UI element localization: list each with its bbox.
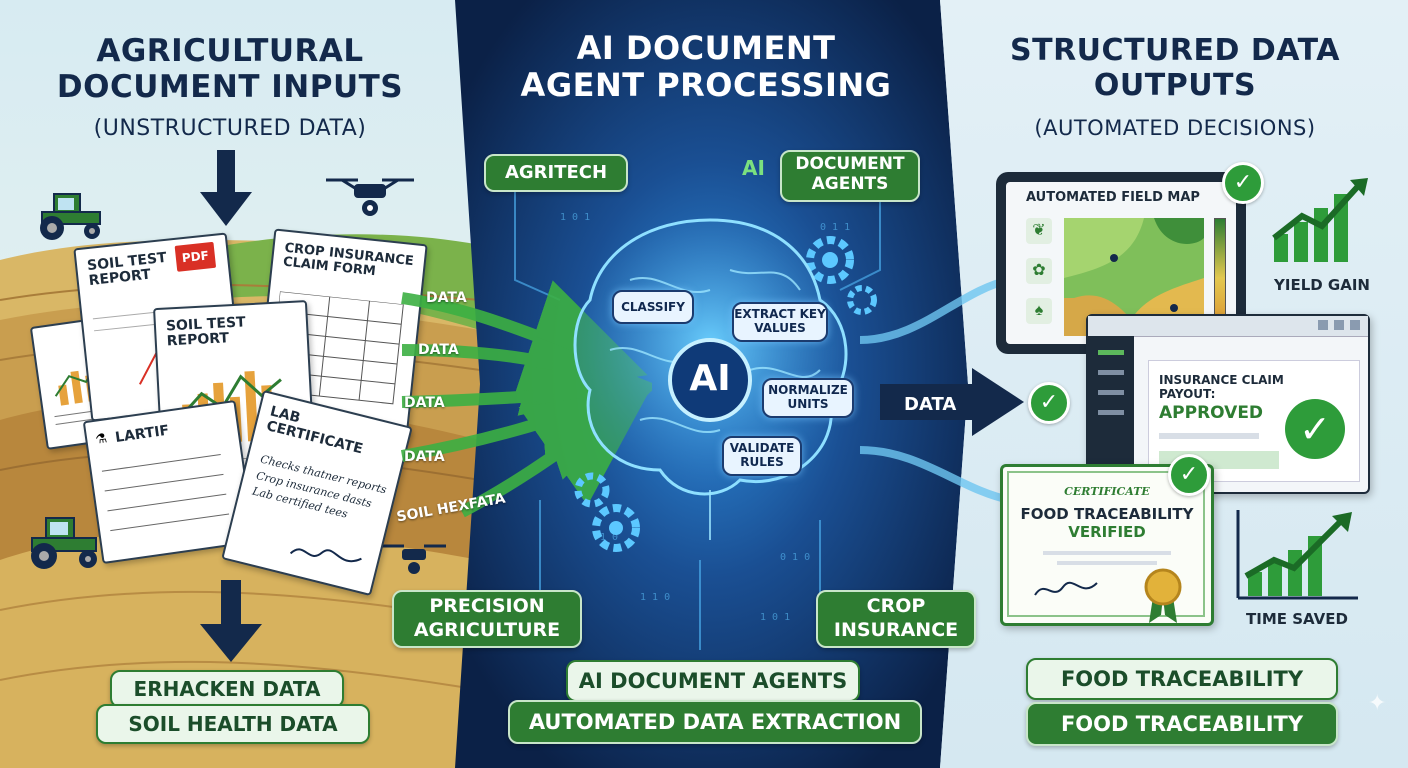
claim-card: INSURANCE CLAIM PAYOUT: APPROVED ✓ [1148, 360, 1360, 482]
check-icon: ✓ [1222, 162, 1264, 204]
left-title-line2: DOCUMENT INPUTS [56, 68, 404, 105]
sidebar-line [1098, 390, 1124, 395]
claim-line1: INSURANCE CLAIM [1159, 373, 1284, 387]
check-icon: ✓ [1168, 454, 1210, 496]
window-titlebar [1088, 316, 1368, 337]
flask-icon: ⚗ [94, 430, 108, 447]
certificate-status: VERIFIED [1068, 523, 1146, 541]
placeholder-line [1159, 433, 1259, 439]
middle-bottom-pill: AUTOMATED DATA EXTRACTION [508, 700, 922, 744]
middle-title: AI DOCUMENT AGENT PROCESSING [486, 30, 926, 104]
approved-check-icon: ✓ [1285, 399, 1345, 459]
data-label: DATA [426, 290, 467, 306]
middle-title-line2: AGENT PROCESSING [520, 65, 892, 104]
svg-text:1 0 1: 1 0 1 [760, 612, 790, 623]
maximize-icon [1334, 320, 1344, 330]
leaf-icon: ❦ [1026, 218, 1052, 244]
left-title-line1: AGRICULTURAL [96, 33, 364, 69]
step-normalize: NORMALIZE UNITS [762, 378, 854, 418]
lab-certificate-document: LAB CERTIFICATE Checks thatner reports C… [221, 389, 413, 597]
right-bottom-pill: FOOD TRACEABILITY [1026, 702, 1338, 746]
drop-icon: ♠ [1026, 298, 1052, 324]
right-title-line1: STRUCTURED DATA [1010, 33, 1340, 68]
claim-line2: PAYOUT: [1159, 387, 1216, 402]
certificate-notes: Checks thatner reports Crop insurance da… [250, 452, 388, 531]
seal-icon [1144, 568, 1182, 623]
left-bottom-pill: SOIL HEALTH DATA [96, 704, 370, 744]
svg-text:1 0: 1 0 [600, 532, 618, 543]
data-label: DATA [404, 395, 445, 411]
lab-doc-title: LARTIF [114, 422, 171, 446]
signature-icon [1034, 581, 1098, 596]
tractor-icon [40, 193, 101, 240]
step-extract: EXTRACT KEY VALUES [732, 302, 828, 342]
field-map-title: AUTOMATED FIELD MAP [1026, 190, 1200, 205]
ai-core-label: AI [689, 358, 731, 399]
right-title: STRUCTURED DATA OUTPUTS [970, 33, 1380, 103]
middle-title-line1: AI DOCUMENT [576, 29, 836, 67]
certificate-header: CERTIFICATE [1064, 485, 1150, 498]
chart-up-icon [1272, 178, 1368, 262]
certificate-border [1007, 471, 1205, 617]
right-bottom-pill: FOOD TRACEABILITY [1026, 658, 1338, 700]
precision-agriculture-tag: PRECISION AGRICULTURE [392, 590, 582, 648]
plant-icon: ✿ [1026, 258, 1052, 284]
drone-icon [382, 544, 446, 574]
document-agents-tag: DOCUMENT AGENTS [780, 150, 920, 202]
step-classify: CLASSIFY [612, 290, 694, 324]
soil-report-title: SOIL TEST REPORT [165, 314, 247, 350]
middle-bottom-pill: AI DOCUMENT AGENTS [566, 660, 860, 702]
left-subtitle: (UNSTRUCTURED DATA) [93, 116, 367, 141]
sidebar-line [1098, 410, 1124, 415]
tractor-icon [31, 517, 97, 569]
svg-text:1 0 1: 1 0 1 [560, 212, 590, 223]
data-label: DATA [418, 342, 459, 358]
right-title-line2: OUTPUTS [1093, 67, 1257, 103]
data-label: DATA [404, 449, 445, 465]
lab-table [101, 454, 230, 532]
gear-icon [806, 236, 877, 315]
down-arrow-icon [200, 150, 252, 226]
placeholder-line [1043, 551, 1171, 555]
crop-insurance-tag: CROP INSURANCE [816, 590, 976, 648]
close-icon [1350, 320, 1360, 330]
ai-tag: AI [742, 156, 765, 180]
svg-text:1 1 0: 1 1 0 [640, 592, 670, 603]
placeholder-line [1057, 561, 1157, 565]
sparkle-icon: ✦ [1368, 690, 1387, 715]
minimize-icon [1318, 320, 1328, 330]
svg-text:0 1 1: 0 1 1 [820, 222, 850, 233]
output-flow-lines [860, 276, 1011, 504]
chart-up-icon [1236, 510, 1358, 600]
signature-icon [289, 548, 362, 562]
svg-text:0 1 0: 0 1 0 [780, 552, 810, 563]
left-title: AGRICULTURAL DOCUMENT INPUTS [20, 33, 440, 105]
left-bottom-pill: ERHACKEN DATA [110, 670, 344, 708]
check-icon: ✓ [1028, 382, 1070, 424]
drone-icon [326, 178, 414, 216]
gear-icon [574, 472, 640, 552]
sidebar-line [1098, 370, 1124, 375]
right-subtitle: (AUTOMATED DECISIONS) [1034, 116, 1316, 140]
data-arrow-label: DATA [904, 394, 957, 415]
claim-heading: INSURANCE CLAIM PAYOUT: [1159, 373, 1284, 402]
data-arrow-icon [880, 368, 1024, 436]
time-saved-label: TIME SAVED [1246, 610, 1348, 628]
yield-gain-label: YIELD GAIN [1274, 276, 1370, 294]
lab-document: ⚗ LARTIF [82, 399, 256, 565]
step-validate: VALIDATE RULES [722, 436, 802, 476]
down-arrow-icon [200, 580, 262, 662]
soil-report-title: SOIL TEST REPORT [86, 249, 168, 290]
sidebar-line [1098, 350, 1124, 355]
certificate-title: FOOD TRACEABILITY [1020, 505, 1194, 523]
agritech-tag: AGRITECH [484, 154, 628, 192]
claim-status: APPROVED [1159, 403, 1264, 423]
pdf-icon: PDF [174, 241, 217, 272]
